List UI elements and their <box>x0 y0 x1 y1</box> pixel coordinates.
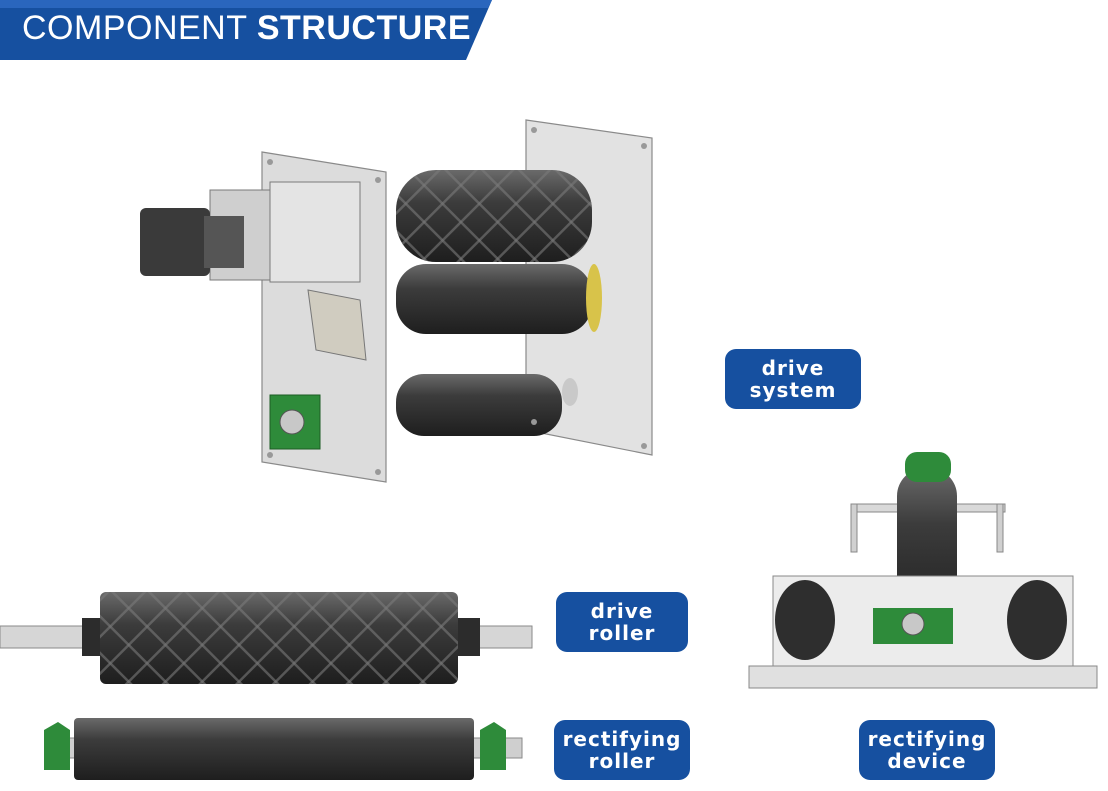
label-drive-roller-line1: drive <box>590 599 654 623</box>
label-drive-roller-line2: roller <box>588 621 656 645</box>
drive-system-illustration <box>140 119 653 483</box>
label-rectifying-device-line2: device <box>887 749 967 773</box>
label-drive-system-line1: drive <box>761 356 825 380</box>
label-rectifying-device: rectifying device <box>859 720 995 780</box>
drive-roller-illustration <box>0 592 533 684</box>
label-drive-system-line2: system <box>749 378 837 402</box>
page-title: COMPONENT STRUCTURE <box>22 4 471 52</box>
label-rectifying-device-line1: rectifying <box>867 727 987 751</box>
title-light: COMPONENT <box>22 9 247 47</box>
header-banner <box>0 0 492 60</box>
label-rectifying-roller-line2: roller <box>588 749 656 773</box>
label-drive-roller: drive roller <box>556 592 688 652</box>
label-drive-system: drive system <box>725 349 861 409</box>
label-rectifying-roller-line1: rectifying <box>562 727 682 751</box>
label-rectifying-roller: rectifying roller <box>554 720 690 780</box>
title-bold: STRUCTURE <box>256 9 472 47</box>
rectifying-device-illustration <box>748 452 1098 689</box>
rectifying-roller-illustration <box>44 718 523 780</box>
